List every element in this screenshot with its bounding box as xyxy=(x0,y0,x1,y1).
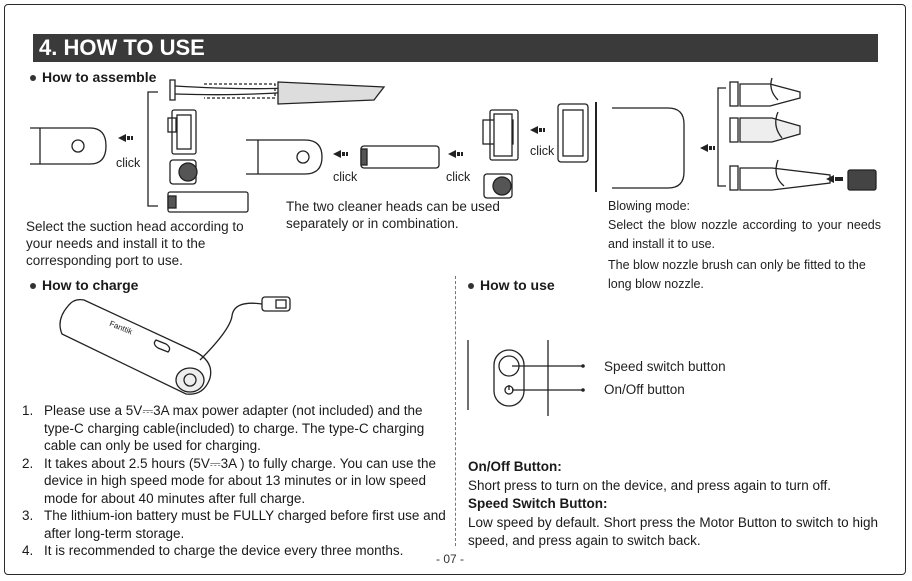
crevice-tool-illustration xyxy=(169,79,386,105)
blowing-mode-heading: Blowing mode: xyxy=(608,199,690,213)
page-title: 4. HOW TO USE xyxy=(33,34,878,62)
blowing-mode-text-1: Select the blow nozzle according to your… xyxy=(608,218,881,251)
onoff-title: On/Off Button: xyxy=(468,459,562,474)
speed-text: Low speed by default. Short press the Mo… xyxy=(468,515,878,548)
click-label: click xyxy=(116,156,141,170)
click-label: click xyxy=(446,170,471,184)
device-stub-illustration xyxy=(30,127,107,165)
bullet-icon xyxy=(30,283,36,290)
column-divider xyxy=(455,276,456,546)
list-item: 1.Please use a 5V⎓3A max power adapter (… xyxy=(22,403,425,453)
buttons-diagram xyxy=(467,340,582,416)
bullet-icon xyxy=(468,283,474,290)
click-label: click xyxy=(333,170,358,184)
use-heading: How to use xyxy=(468,277,555,293)
page-frame xyxy=(4,4,906,575)
bullet-icon xyxy=(30,75,36,82)
onoff-label: On/Off button xyxy=(604,382,685,397)
page-number: - 07 - xyxy=(436,552,465,566)
charge-instructions: 1.Please use a 5V⎓3A max power adapter (… xyxy=(22,402,447,560)
click-label: click xyxy=(530,144,555,158)
assemble-caption-middle: The two cleaner heads can be used separa… xyxy=(286,199,500,231)
assemble-caption-left: Select the suction head according to you… xyxy=(26,219,244,268)
charging-device-illustration xyxy=(59,296,291,395)
speed-switch-label: Speed switch button xyxy=(604,359,726,374)
charge-heading: How to charge xyxy=(30,277,138,293)
onoff-text: Short press to turn on the device, and p… xyxy=(468,478,831,493)
list-item: 3.The lithium-ion battery must be FULLY … xyxy=(22,508,446,541)
list-item: 4.It is recommended to charge the device… xyxy=(22,543,404,558)
list-item: 2.It takes about 2.5 hours (5V⎓3A ) to f… xyxy=(22,455,437,506)
blowing-mode-text-2: The blow nozzle brush can only be fitted… xyxy=(608,258,866,291)
speed-title: Speed Switch Button: xyxy=(468,496,608,511)
assemble-heading: How to assemble xyxy=(30,69,156,85)
